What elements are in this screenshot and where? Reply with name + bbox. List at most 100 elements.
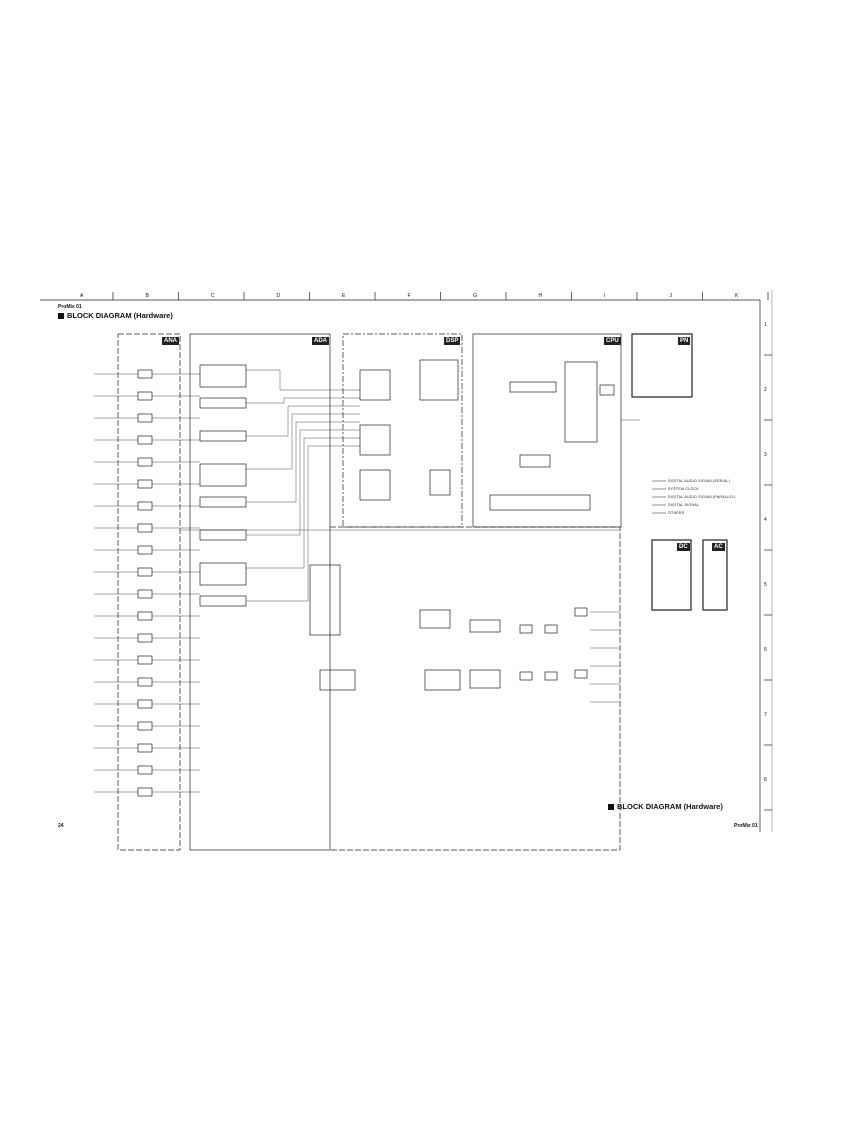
ana-channel-block xyxy=(137,501,153,511)
dsp-label: DSP xyxy=(444,337,461,345)
signal-wire xyxy=(246,429,360,536)
output-block xyxy=(544,671,558,681)
output-block xyxy=(544,624,558,634)
dsp-chip xyxy=(429,469,451,496)
dsp-chip xyxy=(359,369,391,401)
dsp-chip xyxy=(419,359,459,401)
ad-converter-block xyxy=(199,430,247,442)
ada-block xyxy=(189,333,331,851)
row-label: 7 xyxy=(764,712,767,718)
signal-wire xyxy=(246,413,360,470)
column-label: C xyxy=(211,293,215,299)
ad-converter-block xyxy=(199,397,247,409)
row-label: 5 xyxy=(764,582,767,588)
dsp-block xyxy=(342,333,463,528)
dsp-chip xyxy=(359,424,391,456)
column-label: I xyxy=(604,293,606,299)
row-label: 6 xyxy=(764,647,767,653)
column-label: J xyxy=(669,293,673,299)
column-label: G xyxy=(473,293,477,299)
output-block xyxy=(319,669,356,691)
row-label: 4 xyxy=(764,517,767,523)
cpu-chip xyxy=(489,494,591,511)
column-label: F xyxy=(407,293,411,299)
ana-channel-block xyxy=(137,677,153,687)
ad-converter-block xyxy=(199,562,247,586)
ana-channel-block xyxy=(137,369,153,379)
ana-channel-block xyxy=(137,633,153,643)
footer-model: ProMix 01 xyxy=(734,823,758,829)
cpu-chip xyxy=(599,384,615,396)
ana-channel-block xyxy=(137,787,153,797)
signal-wire xyxy=(246,437,360,569)
output-block xyxy=(424,669,461,691)
ada-label: ADA xyxy=(312,337,329,345)
output-block xyxy=(574,607,588,617)
ad-converter-block xyxy=(199,364,247,388)
page-title: BLOCK DIAGRAM (Hardware) xyxy=(58,311,173,320)
page-number: 24 xyxy=(58,823,64,829)
lower-frame xyxy=(330,526,621,851)
ad-converter-block xyxy=(199,463,247,487)
ana-label: ANA xyxy=(162,337,179,345)
ad-converter-block xyxy=(199,529,247,541)
ana-channel-block xyxy=(137,413,153,423)
row-label: 3 xyxy=(764,452,767,458)
header-model: ProMix 01 xyxy=(58,304,82,310)
footer-title: BLOCK DIAGRAM (Hardware) xyxy=(608,802,723,811)
ana-channel-block xyxy=(137,655,153,665)
dc-block xyxy=(651,539,692,611)
pn-block xyxy=(631,333,693,398)
ad-converter-block xyxy=(199,595,247,607)
row-label: 8 xyxy=(764,777,767,783)
ana-channel-block xyxy=(137,545,153,555)
cpu-chip xyxy=(509,381,557,393)
cpu-block xyxy=(472,333,622,528)
signal-wire xyxy=(246,405,360,437)
column-label: A xyxy=(80,293,84,299)
output-block xyxy=(469,669,501,689)
cpu-chip xyxy=(564,361,598,443)
ana-channel-block xyxy=(137,479,153,489)
signal-wire xyxy=(246,369,360,391)
legend-others: OTHERS xyxy=(668,511,685,515)
ana-channel-block xyxy=(137,567,153,577)
cpu-chip xyxy=(519,454,551,468)
row-label: 1 xyxy=(764,322,767,328)
ana-channel-block xyxy=(137,765,153,775)
signal-wire xyxy=(246,445,360,602)
signal-wire xyxy=(246,397,360,404)
column-label: B xyxy=(145,293,149,299)
legend-clock: SYSTEM CLOCK xyxy=(668,487,700,491)
ana-channel-block xyxy=(137,523,153,533)
ana-channel-block xyxy=(137,589,153,599)
output-block xyxy=(419,609,451,629)
ana-block xyxy=(117,333,181,851)
output-block xyxy=(574,669,588,679)
ana-channel-block xyxy=(137,743,153,753)
ana-channel-block xyxy=(137,721,153,731)
signal-wire xyxy=(246,421,360,503)
row-label: 2 xyxy=(764,387,767,393)
pn-label: PN xyxy=(678,337,691,345)
output-block xyxy=(309,564,341,636)
output-block xyxy=(519,624,533,634)
ana-channel-block xyxy=(137,391,153,401)
dsp-chip xyxy=(359,469,391,501)
output-block xyxy=(469,619,501,633)
ana-channel-block xyxy=(137,435,153,445)
legend-digital: DIGITAL SIGNAL xyxy=(668,503,700,507)
ana-channel-block xyxy=(137,699,153,709)
ac-label: AC xyxy=(712,543,725,551)
column-label: E xyxy=(342,293,346,299)
column-label: K xyxy=(735,293,739,299)
column-label: H xyxy=(538,293,543,299)
cpu-label: CPU xyxy=(604,337,621,345)
dc-label: DC xyxy=(677,543,690,551)
ana-channel-block xyxy=(137,611,153,621)
legend-parallel: DIGITAL AUDIO SIGNAL(PARALLEL) xyxy=(668,495,736,499)
ad-converter-block xyxy=(199,496,247,508)
ana-channel-block xyxy=(137,457,153,467)
legend-serial: DIGITAL AUDIO SIGNAL(SERIAL) xyxy=(668,479,731,483)
